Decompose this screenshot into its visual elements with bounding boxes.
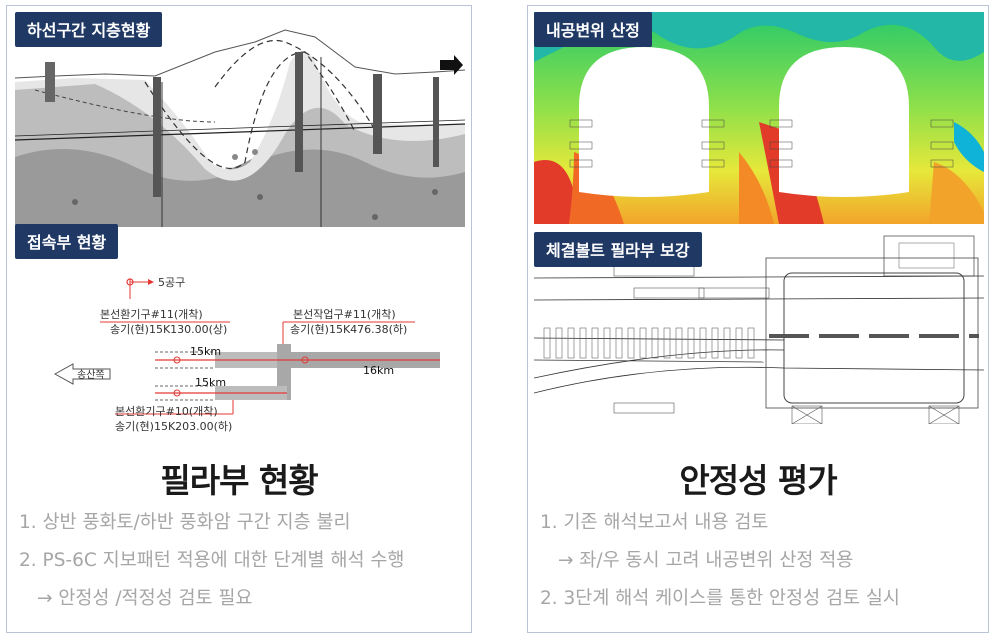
connection-status-tag: 접속부 현황	[15, 224, 119, 259]
left-heading: 필라부 현황	[160, 461, 318, 500]
geological-profile-figure: 하선구간 지층현황	[15, 12, 465, 227]
label-km-upper: 15km	[190, 345, 221, 358]
geological-profile-drawing	[15, 12, 465, 227]
label-top-right-2: 송기(현)15K476.38(하)	[290, 322, 407, 336]
label-top-left-2: 송기(현)15K130.00(상)	[110, 323, 227, 336]
label-top-right-1: 본선작업구#11(개착)	[293, 308, 396, 321]
label-bottom-2: 송기(현)15K203.00(하)	[115, 419, 232, 433]
label-5-gonggu: 5공구	[158, 276, 185, 289]
label-top-left-1: 본선환기구#11(개착)	[100, 308, 203, 321]
bolt-reinforcement-figure: 체결볼트 필라부 보강	[534, 228, 984, 424]
left-panel: 하선구간 지층현황 접속부 현황 5공구 본선환기구#11(개착) 송기(현)1…	[6, 5, 472, 633]
label-bottom-1: 본선환기구#10(개착)	[115, 405, 218, 418]
label-songsan-direction: 송산쪽	[77, 369, 105, 381]
connection-plan-figure: 접속부 현황 5공구 본선환기구#11(개착) 송기(현)15K130.00(상…	[15, 224, 465, 446]
left-list: 1. 상반 풍화토/하반 풍화암 구간 지층 불리 2. PS-6C 지보패턴 …	[19, 504, 465, 618]
displacement-contour-figure: 내공변위 산정	[534, 12, 984, 224]
left-list-item-1: 1. 상반 풍화토/하반 풍화암 구간 지층 불리	[19, 512, 351, 533]
right-list-item-2: → 좌/우 동시 고려 내공변위 산정 적용	[558, 550, 854, 571]
right-heading: 안정성 평가	[679, 461, 837, 500]
label-km-lower: 15km	[195, 376, 226, 389]
right-list-item-3: 2. 3단계 해석 케이스를 통한 안정성 검토 실시	[540, 588, 900, 609]
displacement-tag: 내공변위 산정	[534, 12, 652, 47]
subsurface-status-tag: 하선구간 지층현황	[15, 12, 163, 47]
right-list-item-1: 1. 기존 해석보고서 내용 검토	[540, 512, 769, 533]
bolt-reinforcement-tag: 체결볼트 필라부 보강	[534, 232, 702, 267]
label-km-right: 16km	[363, 364, 394, 377]
right-list: 1. 기존 해석보고서 내용 검토 → 좌/우 동시 고려 내공변위 산정 적용…	[540, 504, 982, 618]
right-panel: 내공변위 산정	[527, 5, 989, 633]
connection-plan-drawing: 5공구 본선환기구#11(개착) 송기(현)15K130.00(상) 본선작업구…	[53, 276, 440, 433]
left-list-item-2: 2. PS-6C 지보패턴 적용에 대한 단계별 해석 수행	[19, 550, 405, 571]
left-list-item-3: → 안정성 /적정성 검토 필요	[37, 588, 253, 609]
